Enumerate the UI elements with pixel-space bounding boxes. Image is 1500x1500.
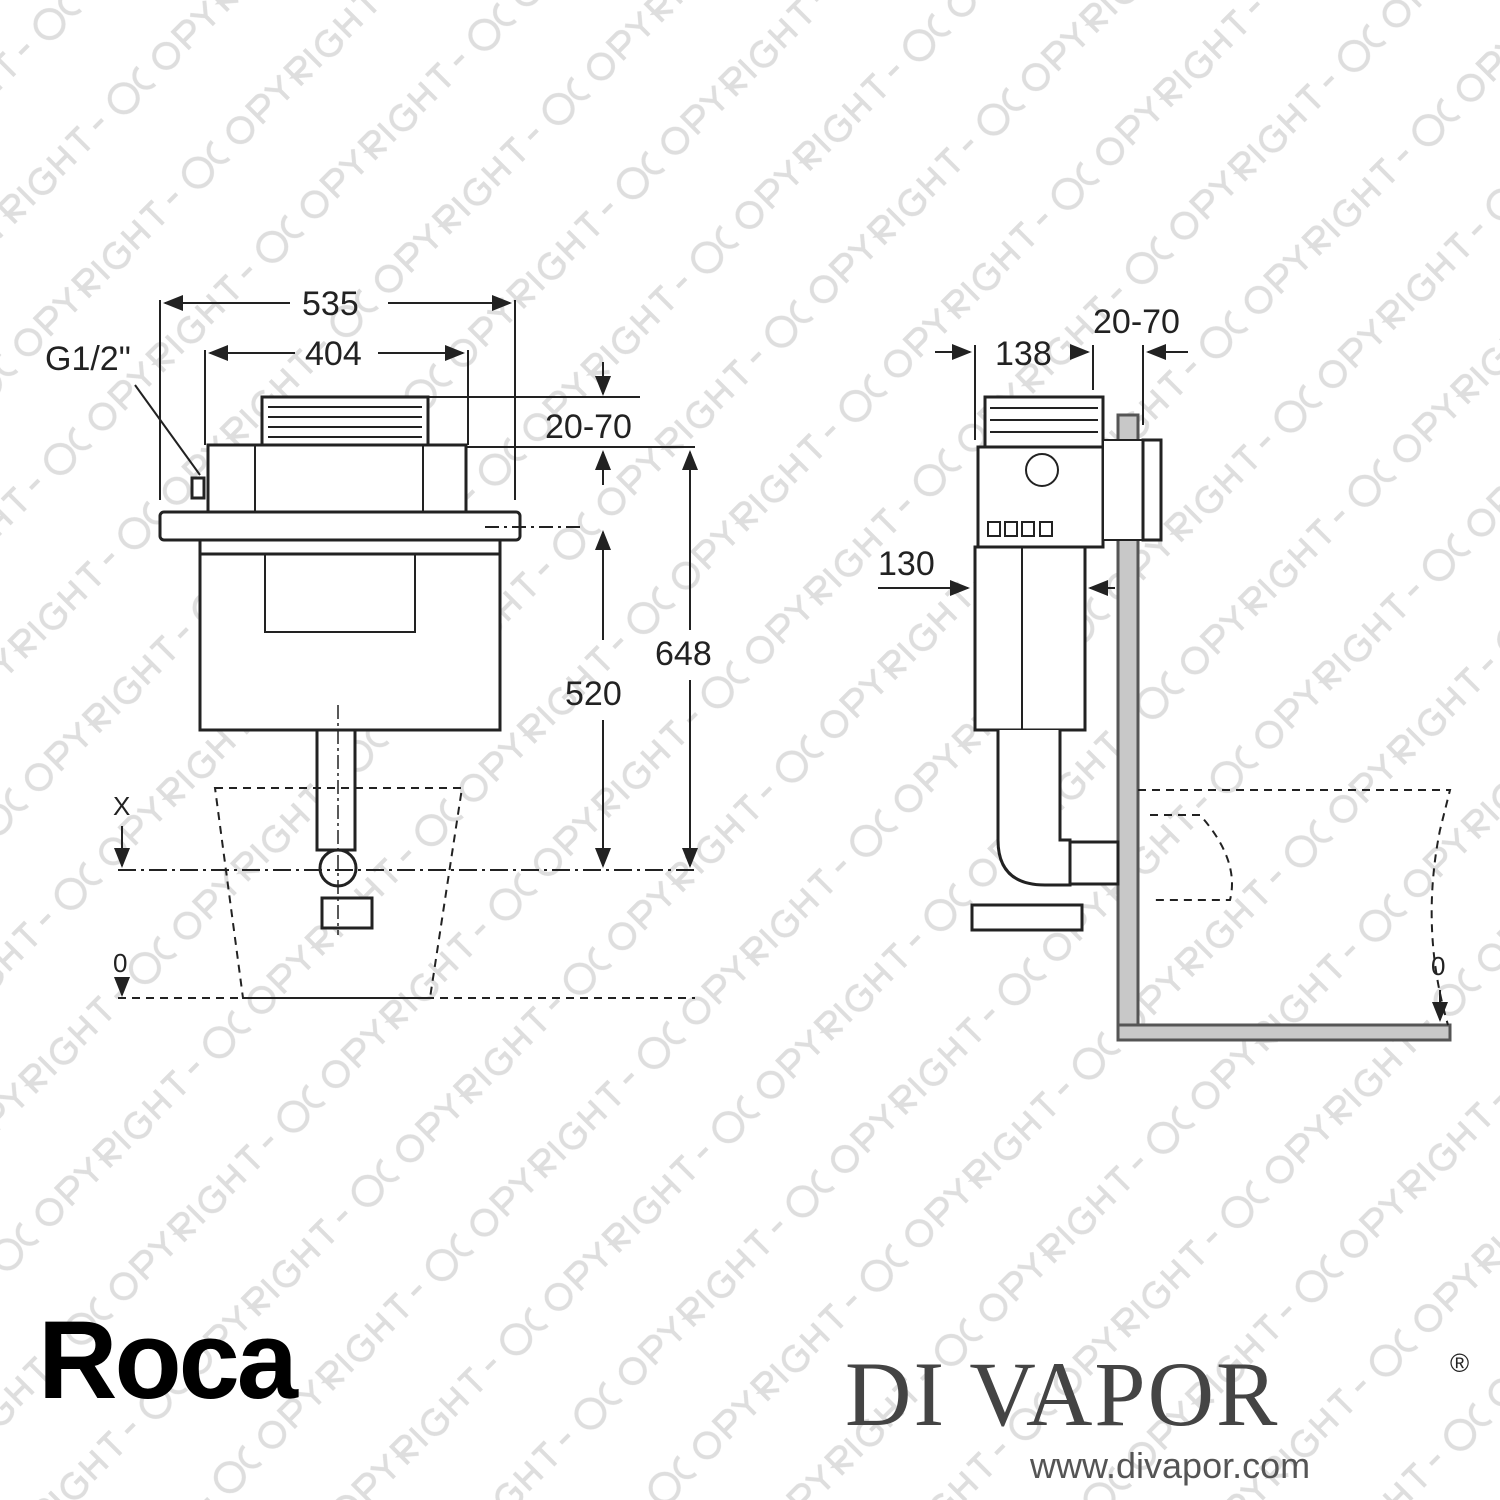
divapor-logo: DI VAPOR bbox=[845, 1343, 1279, 1445]
dim-520: 520 bbox=[565, 675, 622, 713]
flush-pipe bbox=[315, 728, 357, 852]
website-url: www.divapor.com bbox=[1029, 1445, 1310, 1486]
marker-x: X bbox=[113, 791, 130, 821]
dim-20-70-front: 20-70 bbox=[545, 408, 632, 446]
push-plate-frame bbox=[260, 395, 430, 449]
dim-20-70-side: 20-70 bbox=[1093, 303, 1180, 341]
dim-535: 535 bbox=[302, 285, 359, 323]
front-dimensions: 535 404 G1/2" 20-70 648 520 X 0 bbox=[45, 285, 712, 978]
dim-138: 138 bbox=[995, 335, 1052, 373]
roca-logo: Roca bbox=[38, 1299, 299, 1422]
mounting-bracket bbox=[158, 510, 522, 542]
marker-zero-side: 0 bbox=[1431, 951, 1445, 981]
dim-130: 130 bbox=[878, 545, 935, 583]
cistern-body bbox=[198, 552, 502, 732]
inlet bbox=[190, 476, 206, 500]
marker-zero-front: 0 bbox=[113, 948, 127, 978]
dim-404: 404 bbox=[305, 335, 362, 373]
dim-648: 648 bbox=[655, 635, 712, 673]
front-view bbox=[114, 295, 698, 999]
side-dimensions: 138 20-70 130 0 bbox=[878, 303, 1445, 981]
side-view bbox=[878, 344, 1452, 1042]
frame-base bbox=[1116, 1023, 1452, 1042]
registered-mark: ® bbox=[1450, 1348, 1469, 1378]
label-inlet: G1/2" bbox=[45, 340, 131, 378]
